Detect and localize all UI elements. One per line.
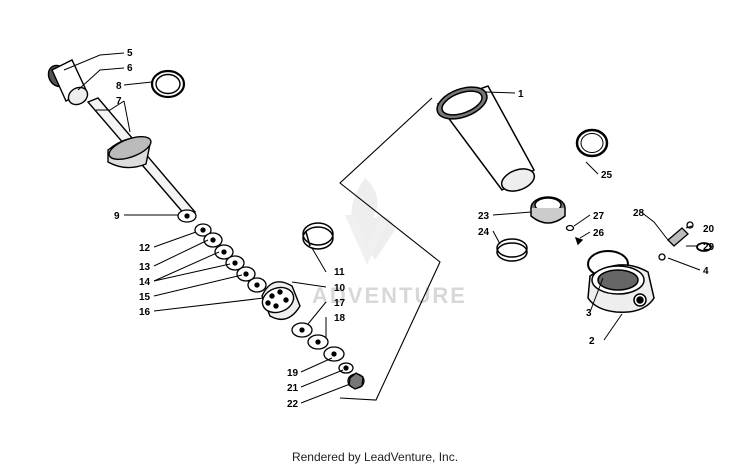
callout-12: 12 — [139, 243, 151, 254]
washer-stack — [177, 209, 267, 293]
callout-19: 19 — [287, 368, 299, 379]
callout-25: 25 — [601, 170, 613, 181]
assembly-boundary — [339, 97, 441, 401]
callout-21: 21 — [287, 383, 299, 394]
o-ring — [575, 128, 609, 158]
bearing — [530, 196, 566, 224]
watermark-text: ADVENTURE — [312, 283, 467, 308]
callout-28: 28 — [633, 208, 645, 219]
seal-ring — [496, 238, 528, 262]
callout-20: 20 — [703, 224, 715, 235]
watermark-logo — [345, 178, 395, 265]
end-cap — [587, 250, 655, 313]
callout-27: 27 — [593, 211, 605, 222]
callout-10: 10 — [334, 283, 346, 294]
footer-credit: Rendered by LeadVenture, Inc. — [291, 450, 459, 464]
callout-14: 14 — [139, 277, 151, 288]
callout-5: 5 — [127, 48, 133, 59]
callout-22: 22 — [287, 399, 299, 410]
piston-ring — [302, 222, 334, 250]
callout-7: 7 — [116, 96, 122, 107]
callout-11: 11 — [334, 267, 345, 278]
callout-26: 26 — [593, 228, 605, 239]
callout-23: 23 — [478, 211, 490, 222]
callout-18: 18 — [334, 313, 346, 324]
callout-2: 2 — [589, 336, 595, 347]
valve-assembly — [658, 221, 712, 261]
leader-lines — [63, 52, 701, 404]
callout-6: 6 — [127, 63, 133, 74]
small-parts — [565, 224, 584, 246]
lower-washers — [291, 322, 365, 390]
callout-17: 17 — [334, 298, 346, 309]
callout-29: 29 — [703, 242, 715, 253]
callout-9: 9 — [114, 211, 120, 222]
piston — [261, 281, 301, 320]
callout-13: 13 — [139, 262, 151, 273]
callout-3: 3 — [586, 308, 592, 319]
shock-body — [436, 85, 536, 192]
callout-1: 1 — [518, 89, 524, 100]
shaft-assembly — [47, 59, 197, 217]
callout-4: 4 — [703, 266, 709, 277]
callout-24: 24 — [478, 227, 490, 238]
callout-16: 16 — [139, 307, 151, 318]
callout-8: 8 — [116, 81, 122, 92]
callout-15: 15 — [139, 292, 151, 303]
